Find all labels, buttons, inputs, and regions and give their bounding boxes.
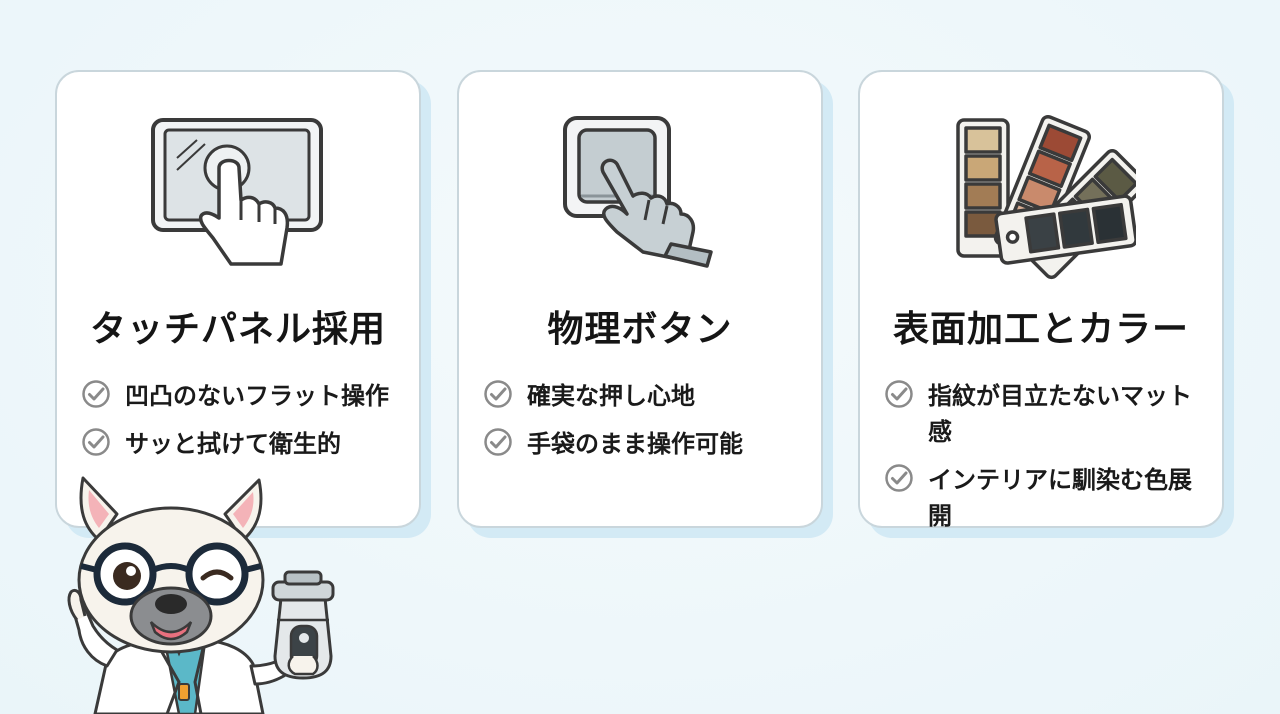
check-circle-icon [885, 380, 913, 408]
card-title: 表面加工とカラー [886, 300, 1196, 358]
check-circle-icon [484, 428, 512, 456]
feature-item: サッと拭けて衛生的 [81, 426, 405, 462]
feature-item: 凹凸のないフラット操作 [81, 378, 405, 414]
check-circle-icon [885, 464, 913, 492]
check-circle-icon [82, 428, 110, 456]
feature-item: 確実な押し心地 [483, 378, 807, 414]
card-title: タッチパネル採用 [83, 300, 393, 358]
feature-item: 手袋のまま操作可能 [483, 426, 807, 462]
card-physical-button: 物理ボタン 確実な押し心地 手袋のまま操作可能 [457, 70, 823, 528]
feature-item: インテリアに馴染む色展開 [884, 462, 1208, 534]
feature-list: 凹凸のないフラット操作 サッと拭けて衛生的 [81, 378, 405, 474]
card-title: 物理ボタン [541, 300, 739, 358]
feature-list: 確実な押し心地 手袋のまま操作可能 [483, 378, 807, 474]
physical-button-icon [563, 116, 713, 268]
color-swatch-icon [956, 114, 1136, 280]
touch-panel-icon [151, 118, 323, 266]
check-circle-icon [484, 380, 512, 408]
feature-list: 指紋が目立たないマット感 インテリアに馴染む色展開 [884, 378, 1208, 546]
card-surface-color: 表面加工とカラー 指紋が目立たないマット感 インテリアに馴染む色展開 [858, 70, 1224, 530]
feature-item: 指紋が目立たないマット感 [884, 378, 1208, 450]
check-circle-icon [82, 380, 110, 408]
card-touch-panel: タッチパネル採用 凹凸のないフラット操作 サッと拭けて衛生的 [55, 70, 421, 528]
french-bulldog-mascot [67, 476, 335, 714]
